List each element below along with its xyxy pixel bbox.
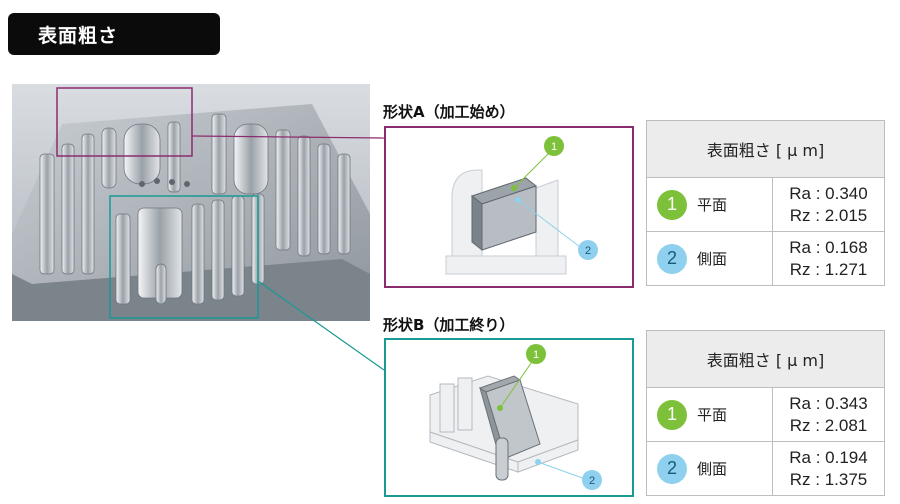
marker-2-icon bbox=[582, 470, 602, 490]
table-row: 1 平面 Ra : 0.340 Rz : 2.015 bbox=[646, 177, 885, 232]
roughness-table-a: 表面粗さ [ μ m] 1 平面 Ra : 0.340 Rz : 2.015 2… bbox=[646, 120, 885, 286]
marker-1-icon bbox=[544, 136, 564, 156]
roughness-table-b: 表面粗さ [ μ m] 1 平面 Ra : 0.343 Rz : 2.081 2… bbox=[646, 330, 885, 496]
row-name: 平面 bbox=[697, 196, 728, 214]
marker-2-label: 2 bbox=[589, 475, 595, 487]
marker-2-badge: 2 bbox=[657, 453, 687, 484]
table-row: 2 側面 Ra : 0.194 Rz : 1.375 bbox=[646, 441, 885, 496]
photo-frame-b bbox=[109, 195, 259, 319]
ra-value: Ra : 0.343 bbox=[789, 393, 868, 413]
shape-a-label: 形状A（加工始め） bbox=[383, 103, 515, 121]
table-header: 表面粗さ [ μ m] bbox=[646, 120, 885, 178]
shape-b-illustration: 1 2 bbox=[429, 344, 602, 490]
machined-part-photo bbox=[12, 84, 370, 321]
shape-a-detail: 1 2 bbox=[384, 126, 634, 288]
row-name: 側面 bbox=[697, 250, 728, 268]
marker-1-badge: 1 bbox=[657, 399, 687, 430]
shape-a-illustration: 1 2 bbox=[445, 136, 598, 275]
marker-2-icon bbox=[578, 240, 598, 260]
row-name: 平面 bbox=[697, 406, 728, 424]
shape-b-detail: 1 2 bbox=[384, 338, 634, 497]
table-row: 2 側面 Ra : 0.168 Rz : 1.271 bbox=[646, 231, 885, 286]
marker-1-label: 1 bbox=[551, 141, 557, 153]
table-row: 1 平面 Ra : 0.343 Rz : 2.081 bbox=[646, 387, 885, 442]
ra-value: Ra : 0.340 bbox=[789, 183, 868, 203]
marker-2-badge: 2 bbox=[657, 243, 687, 274]
marker-1-icon bbox=[526, 344, 546, 364]
section-title: 表面粗さ bbox=[8, 13, 220, 55]
marker-2-label: 2 bbox=[585, 245, 591, 257]
table-header: 表面粗さ [ μ m] bbox=[646, 330, 885, 388]
section-title-text: 表面粗さ bbox=[38, 24, 119, 47]
row-name: 側面 bbox=[697, 460, 728, 478]
marker-1-label: 1 bbox=[533, 349, 539, 361]
photo-frame-a bbox=[56, 87, 193, 157]
rz-value: Rz : 1.271 bbox=[789, 259, 868, 279]
marker-1-badge: 1 bbox=[657, 189, 687, 220]
ra-value: Ra : 0.194 bbox=[789, 447, 868, 467]
rz-value: Rz : 2.015 bbox=[789, 205, 868, 225]
shape-b-label: 形状B（加工終り） bbox=[383, 316, 515, 334]
ra-value: Ra : 0.168 bbox=[789, 237, 868, 257]
rz-value: Rz : 1.375 bbox=[789, 469, 868, 489]
rz-value: Rz : 2.081 bbox=[789, 415, 868, 435]
